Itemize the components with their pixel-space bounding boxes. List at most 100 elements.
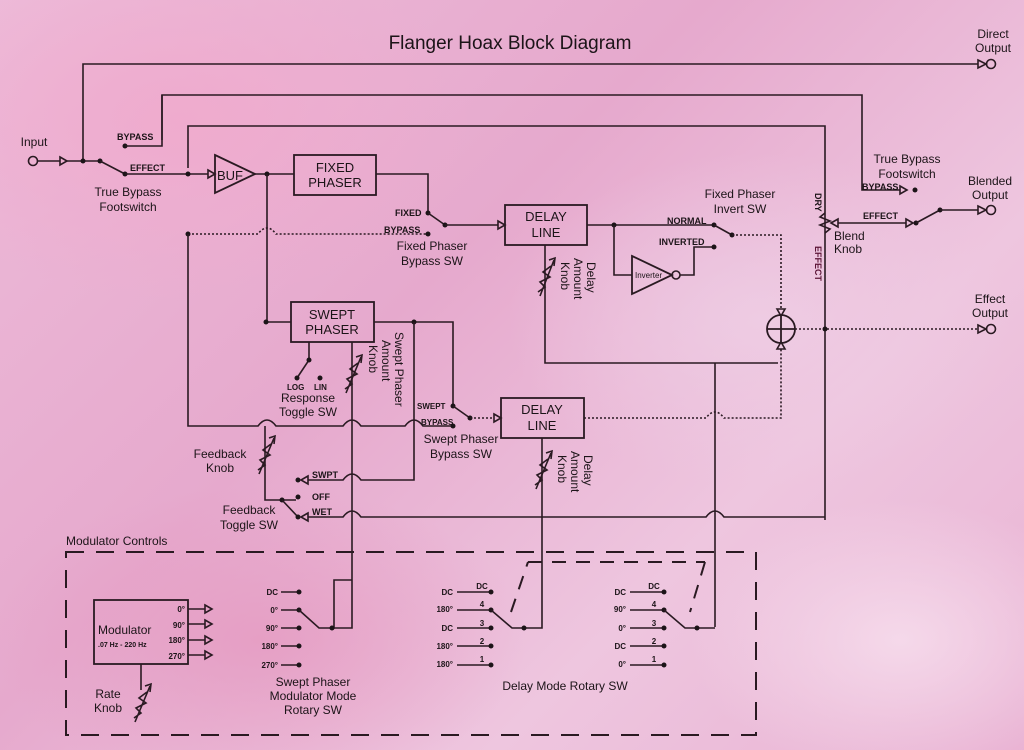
swpt-arrow-icon xyxy=(299,474,309,486)
blended-output-arrow-icon xyxy=(977,204,988,216)
summer-arrow-top-icon xyxy=(775,308,787,318)
inverted-label: INVERTED xyxy=(659,237,705,247)
direct-output-jack-icon[interactable] xyxy=(985,58,997,70)
wet-wire xyxy=(308,510,825,518)
input-footswitch-lever[interactable] xyxy=(99,160,126,175)
direct-output-label-2: Output xyxy=(975,41,1012,55)
fixed-bypass-lever[interactable] xyxy=(427,212,446,226)
swept-amount-label-1: Swept Phaser xyxy=(392,332,406,407)
modulator-controls-group xyxy=(65,551,757,736)
input-jack-icon[interactable] xyxy=(27,155,39,167)
out-effect-arrow-icon xyxy=(905,217,915,229)
junction xyxy=(295,514,301,520)
feedback-knob-label-1: Feedback xyxy=(194,447,248,461)
delay-mode-label: Delay Mode Rotary SW xyxy=(502,679,628,693)
delay-right-num: 3 xyxy=(652,619,657,628)
feedback-knob[interactable] xyxy=(257,434,276,475)
swept-bypass-label: BYPASS xyxy=(421,418,454,427)
fixed-phaser-label-2: PHASER xyxy=(308,175,361,190)
lin-label: LIN xyxy=(314,383,327,392)
junction xyxy=(263,319,269,325)
delay-amount-2-label-3: Knob xyxy=(555,455,569,483)
delay-mode-gang-link xyxy=(510,561,706,613)
blend-knob[interactable] xyxy=(817,212,833,234)
delay-amount-knob-1[interactable] xyxy=(537,256,556,297)
response-toggle-label-1: Response xyxy=(281,391,335,405)
modulator-output-arrows xyxy=(188,603,214,661)
swept-amount-label-3: Knob xyxy=(366,345,380,373)
delay-mode-rotary-right[interactable]: DC 90° 0° DC 0° DC 4 3 2 1 xyxy=(614,582,715,669)
blended-output-label-1: Blended xyxy=(968,174,1012,188)
swept-mod-mode-rotary[interactable]: DC 0° 90° 180° 270° xyxy=(261,579,352,670)
delay-mode-rotary-left[interactable]: DC 180° DC 180° 180° DC 4 3 2 1 xyxy=(436,580,543,669)
input-label: Input xyxy=(21,135,48,149)
swept-mode-label-1: Swept Phaser xyxy=(276,675,351,689)
out-bypass-label: BYPASS xyxy=(862,182,898,192)
input-effect-label: EFFECT xyxy=(130,163,166,173)
blend-arrow-icon xyxy=(829,217,839,229)
effect-output-label-1: Effect xyxy=(975,292,1006,306)
output-footswitch-lever[interactable] xyxy=(915,209,941,224)
mod-out-0-label: 0° xyxy=(177,605,185,614)
rate-knob-label-1: Rate xyxy=(95,687,121,701)
delay-left-num: 1 xyxy=(480,655,485,664)
invert-sw-label-2: Invert SW xyxy=(714,202,767,216)
swept-mode-pos-180: 180° xyxy=(261,642,278,651)
rate-knob[interactable] xyxy=(133,682,152,723)
swept-mode-pos-dc: DC xyxy=(266,588,278,597)
delay-left-pos-4: 180° xyxy=(436,642,453,651)
modulator-label: Modulator xyxy=(98,623,151,637)
delay-amount-1-label-3: Knob xyxy=(558,262,572,290)
junction xyxy=(822,326,828,332)
inverter-out-wire xyxy=(680,246,714,276)
delay-line-1-label-1: DELAY xyxy=(525,209,567,224)
mod-out-270-label: 270° xyxy=(168,652,185,661)
blend-effect-label: EFFECT xyxy=(813,246,823,282)
delay2-out-wire xyxy=(584,349,782,419)
rate-knob-label-2: Knob xyxy=(94,701,122,715)
delay-amount-1-label-1: Delay xyxy=(584,262,598,293)
delay-left-num: DC xyxy=(476,582,488,591)
normal-label: NORMAL xyxy=(667,216,707,226)
delay-amount-knob-2[interactable] xyxy=(534,449,553,490)
effect-output-arrow-icon xyxy=(977,323,988,335)
input-arrow-icon xyxy=(59,155,69,167)
buf-arrow-icon xyxy=(207,168,217,180)
delay1-arrow-icon xyxy=(497,219,507,231)
invert-switch-lever[interactable] xyxy=(713,224,733,236)
blend-dry-label: DRY xyxy=(813,193,823,212)
buffer-block xyxy=(214,153,258,195)
blended-output-jack-icon[interactable] xyxy=(985,204,997,216)
fixed-bypass-sw-label-2: Bypass SW xyxy=(401,254,464,268)
swept-mode-label-3: Rotary SW xyxy=(284,703,343,717)
delay2-arrow-icon xyxy=(493,412,503,424)
swept-amount-knob[interactable] xyxy=(344,353,363,394)
output-footswitch-label-1: True Bypass xyxy=(874,152,941,166)
input-footswitch-label-1: True Bypass xyxy=(95,185,162,199)
feedback-knob-label-2: Knob xyxy=(206,461,234,475)
delay-left-num: 3 xyxy=(480,619,485,628)
feedback-toggle-lever[interactable] xyxy=(281,499,299,518)
wet-label: WET xyxy=(312,507,332,517)
delay-line-2-label-1: DELAY xyxy=(521,402,563,417)
junction xyxy=(295,494,301,500)
out-effect-label: EFFECT xyxy=(863,211,899,221)
swept-phaser-label-1: SWEPT xyxy=(309,307,355,322)
direct-output-wire xyxy=(82,63,978,160)
swept-bypass-lever[interactable] xyxy=(452,405,471,419)
mod-out-180-label: 180° xyxy=(168,636,185,645)
junction xyxy=(294,375,300,381)
delay-left-num: 2 xyxy=(480,637,485,646)
junction xyxy=(80,158,86,164)
delay-right-num: 2 xyxy=(652,637,657,646)
delay-right-pos-4: DC xyxy=(614,642,626,651)
output-footswitch-label-2: Footswitch xyxy=(878,167,935,181)
delay-left-num: 4 xyxy=(480,600,485,609)
effect-output-jack-icon[interactable] xyxy=(985,323,997,335)
swept-in-wire xyxy=(266,174,291,323)
blend-knob-label-2: Knob xyxy=(834,242,862,256)
swept-phaser-label-2: PHASER xyxy=(305,322,358,337)
buffer-label: BUF xyxy=(217,168,243,183)
fixed-bypass-sw-label-1: Fixed Phaser xyxy=(397,239,468,253)
swept-mode-label-2: Modulator Mode xyxy=(270,689,357,703)
